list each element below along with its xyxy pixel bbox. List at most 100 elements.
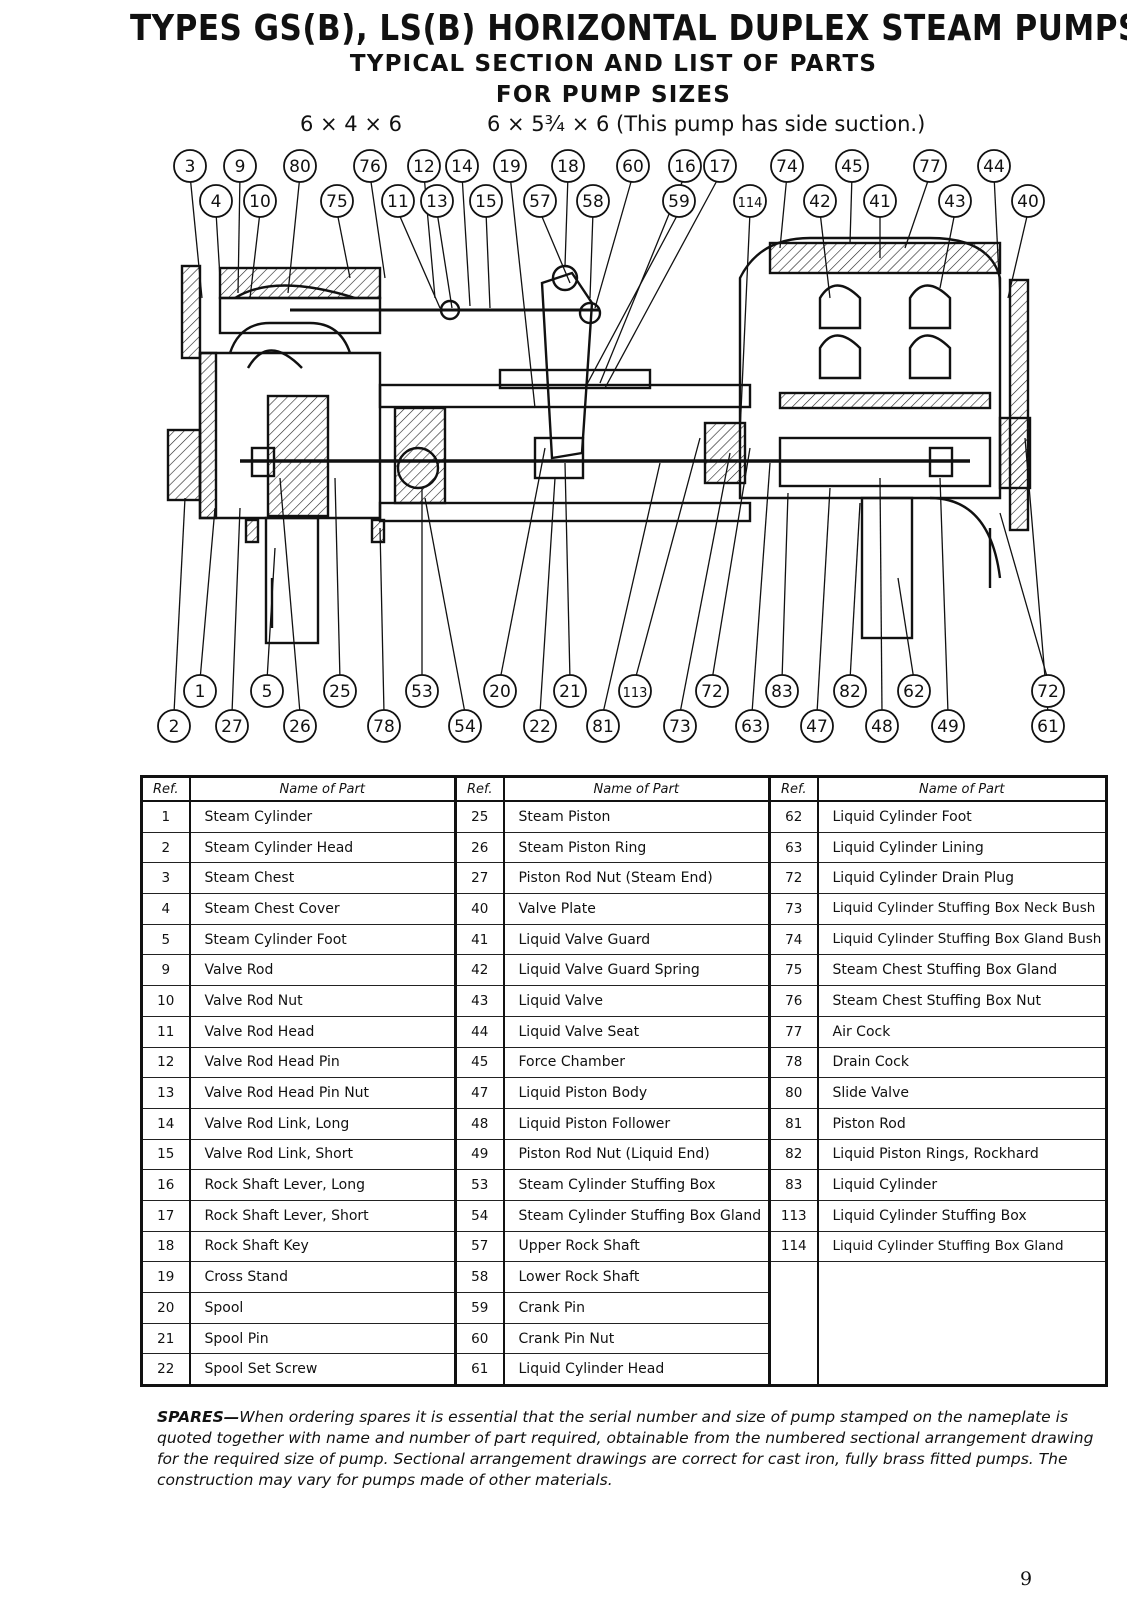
part-ref: 77 xyxy=(769,1016,819,1048)
part-name: Liquid Piston Rings, Rockhard xyxy=(817,1139,1107,1171)
callout-label: 78 xyxy=(373,717,395,737)
part-ref: 19 xyxy=(141,1261,191,1293)
callout-circle xyxy=(616,149,650,183)
part-ref: 44 xyxy=(455,1016,505,1048)
callout-circle xyxy=(173,149,207,183)
callout-label: 62 xyxy=(903,682,925,702)
part-ref: 72 xyxy=(769,862,819,895)
part-name: Rock Shaft Lever, Short xyxy=(189,1200,457,1232)
part-name: Piston Rod Nut (Steam End) xyxy=(503,862,771,895)
callout-circle xyxy=(695,674,729,708)
callout-label: 53 xyxy=(411,682,433,702)
header-ref-1: Ref. xyxy=(141,776,191,802)
part-ref: 80 xyxy=(769,1077,819,1109)
part-name: Cross Stand xyxy=(189,1261,457,1293)
callout-circle xyxy=(483,674,517,708)
callout-label: 3 xyxy=(185,157,196,177)
part-name: Piston Rod Nut (Liquid End) xyxy=(503,1139,771,1171)
callout-label: 80 xyxy=(289,157,311,177)
subtitle-line-1: TYPICAL SECTION AND LIST OF PARTS xyxy=(349,51,878,77)
part-ref: 75 xyxy=(769,954,819,987)
part-ref: 45 xyxy=(455,1047,505,1079)
spares-text: When ordering spares it is essential tha… xyxy=(157,1408,1094,1489)
callout-circle xyxy=(668,149,702,183)
part-ref: 14 xyxy=(141,1108,191,1140)
callout-label: 42 xyxy=(809,192,831,212)
part-ref: 43 xyxy=(455,985,505,1017)
parts-list-table: Ref. Name of Part Ref. Name of Part Ref.… xyxy=(140,775,1108,1388)
callout-circle xyxy=(733,184,767,218)
part-ref: 4 xyxy=(141,893,191,925)
part-ref: 16 xyxy=(141,1169,191,1201)
callout-label: 19 xyxy=(499,157,521,177)
callout-label: 74 xyxy=(776,157,798,177)
part-ref: 63 xyxy=(769,832,819,864)
part-ref: 76 xyxy=(769,985,819,1017)
part-ref: 13 xyxy=(141,1077,191,1109)
part-name: Spool Pin xyxy=(189,1323,457,1355)
part-name: Liquid Cylinder Stuffing Box Gland Bush xyxy=(817,924,1107,956)
header-name-3: Name of Part xyxy=(817,776,1107,802)
part-name: Liquid Piston Body xyxy=(503,1077,771,1109)
page-number: 9 xyxy=(1020,1568,1033,1590)
part-ref: 48 xyxy=(455,1108,505,1140)
callout-label: 72 xyxy=(701,682,723,702)
callout-circle xyxy=(523,709,557,743)
callout-circle xyxy=(586,709,620,743)
spares-lead: SPARES— xyxy=(157,1408,240,1426)
callout-circle xyxy=(381,184,415,218)
part-ref: 17 xyxy=(141,1200,191,1232)
callout-label: 40 xyxy=(1017,192,1039,212)
callout-label: 72 xyxy=(1037,682,1059,702)
part-name: Steam Piston xyxy=(503,801,771,833)
part-name: Steam Cylinder Stuffing Box xyxy=(503,1169,771,1201)
callout-circle xyxy=(183,674,217,708)
callout-circle xyxy=(553,674,587,708)
part-name: Liquid Cylinder xyxy=(817,1169,1107,1201)
callout-circle xyxy=(367,709,401,743)
part-ref: 57 xyxy=(455,1231,505,1263)
callout-circle xyxy=(663,709,697,743)
callout-circle xyxy=(551,149,585,183)
callout-circle xyxy=(283,149,317,183)
callout-label: 76 xyxy=(359,157,381,177)
callout-label: 82 xyxy=(839,682,861,702)
part-ref: 18 xyxy=(141,1231,191,1263)
callout-label: 16 xyxy=(674,157,696,177)
part-ref: 47 xyxy=(455,1077,505,1109)
part-ref: 40 xyxy=(455,893,505,925)
header-name-1: Name of Part xyxy=(189,776,457,802)
callout-circle xyxy=(662,184,696,218)
part-name: Liquid Cylinder Stuffing Box Neck Bush xyxy=(817,893,1107,925)
part-name: Liquid Valve Seat xyxy=(503,1016,771,1048)
callout-label: 113 xyxy=(623,686,648,701)
callout-label: 18 xyxy=(557,157,579,177)
part-name: Liquid Cylinder Foot xyxy=(817,801,1107,833)
part-name: Piston Rod xyxy=(817,1108,1107,1140)
part-ref: 74 xyxy=(769,924,819,956)
callout-label: 49 xyxy=(937,717,959,737)
part-ref: 41 xyxy=(455,924,505,956)
callout-label: 61 xyxy=(1037,717,1059,737)
part-name: Slide Valve xyxy=(817,1077,1107,1109)
callout-label: 59 xyxy=(668,192,690,212)
part-name: Steam Cylinder Foot xyxy=(189,924,457,956)
callout-circle xyxy=(320,184,354,218)
part-ref xyxy=(769,1323,819,1354)
callout-circle xyxy=(323,674,357,708)
part-name: Valve Rod xyxy=(189,954,457,987)
callout-circle xyxy=(199,184,233,218)
part-name: Liquid Valve Guard Spring xyxy=(503,954,771,987)
part-name: Valve Rod Link, Long xyxy=(189,1108,457,1140)
part-ref: 113 xyxy=(769,1200,819,1232)
pump-size-2: 6 × 5¾ × 6 (This pump has side suction.) xyxy=(487,112,926,136)
part-name: Rock Shaft Lever, Long xyxy=(189,1169,457,1201)
callout-label: 75 xyxy=(326,192,348,212)
part-ref: 49 xyxy=(455,1139,505,1171)
